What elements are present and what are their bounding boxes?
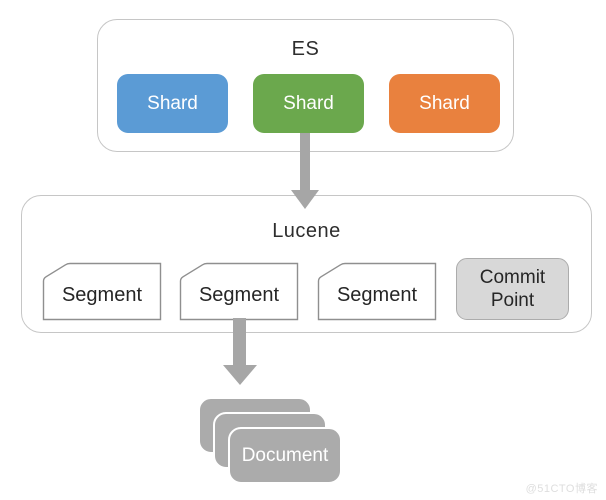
shard-label: Shard — [283, 92, 334, 114]
segment-card-shape — [179, 262, 299, 321]
lucene-group-box: Lucene Segment Segment Segment Commit Po… — [21, 195, 592, 333]
shard-node-orange: Shard — [389, 74, 500, 133]
shard-node-blue: Shard — [117, 74, 228, 133]
watermark: @51CTO博客 — [525, 483, 598, 495]
es-group-box: ES Shard Shard Shard — [97, 19, 514, 152]
segment-label: Segment — [198, 284, 280, 306]
shard-node-green: Shard — [253, 74, 364, 133]
segment-node: Segment — [42, 262, 162, 321]
segment-card-shape — [317, 262, 437, 321]
es-group-title: ES — [291, 38, 320, 60]
segment-card-shape — [42, 262, 162, 321]
arrow-head — [291, 190, 319, 209]
segment-node: Segment — [179, 262, 299, 321]
document-label: Document — [241, 444, 329, 466]
arrow-stem — [300, 133, 310, 191]
lucene-group-title: Lucene — [272, 220, 341, 242]
segment-label: Segment — [336, 284, 418, 306]
shard-label: Shard — [147, 92, 198, 114]
commit-point-label: Commit Point — [479, 267, 546, 311]
commit-point-node: Commit Point — [456, 258, 569, 320]
segment-node: Segment — [317, 262, 437, 321]
document-card-front: Document — [228, 427, 342, 484]
segment-label: Segment — [61, 284, 143, 306]
shard-label: Shard — [419, 92, 470, 114]
arrow-stem — [233, 318, 246, 365]
arrow-head — [223, 365, 257, 385]
